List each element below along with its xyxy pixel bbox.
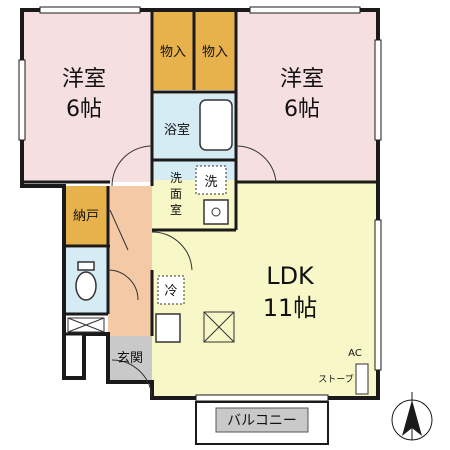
- closet-right-label: 物入: [202, 45, 228, 60]
- north-arrow-icon: [391, 392, 433, 441]
- closet-left-area: [152, 10, 194, 90]
- toilet-icon: [75, 271, 97, 301]
- door-swings: [107, 145, 277, 399]
- bathtub-icon: [199, 99, 233, 151]
- bath-label: 浴室: [164, 122, 190, 138]
- storage-label: 納戸: [73, 209, 99, 224]
- windows: [18, 6, 382, 402]
- sink-drain-icon: [211, 207, 221, 217]
- aircon-label: AC: [348, 348, 362, 359]
- sink-icon: [203, 199, 229, 225]
- heater-icon: [355, 363, 369, 395]
- entrance-area: [108, 336, 152, 382]
- western-room-right-size: 6帖: [284, 97, 320, 122]
- entrance-label: 玄関: [117, 351, 143, 366]
- washroom-label-3: 室: [170, 202, 182, 217]
- western-room-left-name: 洋室: [62, 67, 106, 92]
- ldk-name: LDK: [266, 262, 315, 290]
- stove-vent-cross-b: [203, 311, 235, 343]
- fridge-label: 冷: [164, 284, 177, 299]
- balcony-label-box: [215, 407, 309, 433]
- closet-right-area: [194, 10, 236, 90]
- western-room-right-name: 洋室: [280, 67, 324, 92]
- ldk-size: 11帖: [263, 294, 318, 322]
- fridge-icon: [157, 275, 185, 305]
- hallway-area: [108, 186, 152, 336]
- closet-left-label: 物入: [160, 45, 186, 60]
- washroom-label-2: 面: [170, 187, 182, 201]
- stove-vent-icon: [203, 311, 235, 343]
- kitchen-sink-icon: [155, 313, 181, 343]
- heater-label: ストーブ: [318, 373, 353, 385]
- ldk-area: [152, 180, 378, 398]
- walls: [20, 8, 380, 400]
- toilet-tank-icon: [77, 261, 95, 271]
- western-room-left-area: [22, 10, 152, 182]
- western-room-left-size: 6帖: [66, 97, 102, 122]
- balcony-label: バルコニー: [227, 413, 297, 429]
- washer-label: 洗: [204, 175, 217, 190]
- western-room-right-area: [236, 10, 378, 182]
- washroom-label-1: 洗: [170, 171, 182, 185]
- washer-icon: [195, 165, 227, 195]
- cabinet-cross-b: [67, 317, 105, 333]
- storage-area: [64, 186, 110, 246]
- balcony-outline: [195, 401, 329, 445]
